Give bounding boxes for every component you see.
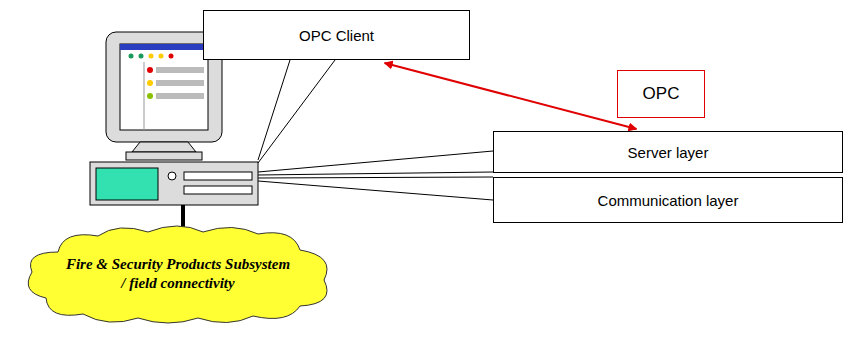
node-label: Fire & Security Products Subsystem / fie…	[63, 255, 293, 293]
node-label: OPC Client	[299, 27, 374, 44]
layer-box: Communication layer	[493, 177, 843, 223]
cloud-outline	[18, 222, 338, 326]
protocol-box: OPC	[617, 70, 705, 118]
protocol-arrow	[385, 63, 637, 129]
client-box: OPC Client	[203, 10, 470, 60]
layer-box: Server layer	[493, 131, 843, 173]
subsystem-cloud: Fire & Security Products Subsystem / fie…	[18, 222, 338, 326]
node-label: OPC	[643, 84, 680, 104]
node-label: Communication layer	[598, 192, 739, 209]
node-label: Server layer	[628, 144, 709, 161]
